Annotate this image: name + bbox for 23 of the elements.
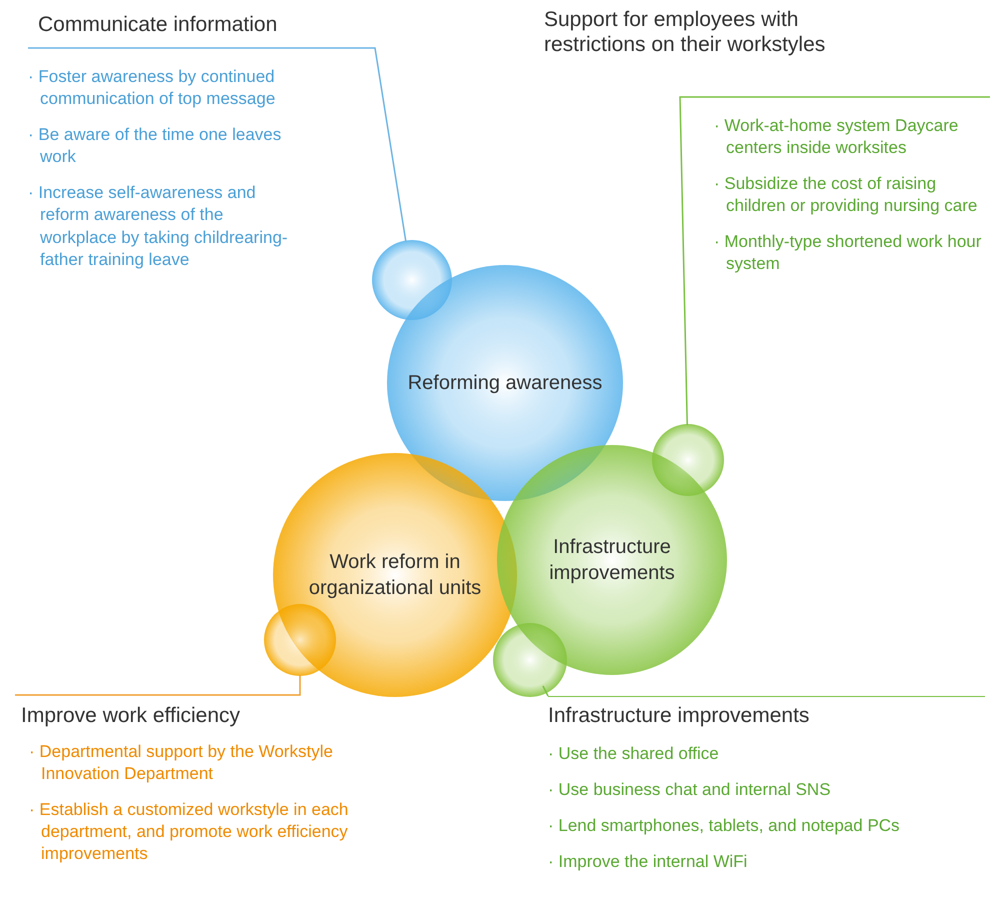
bullet-text: · Increase self-awareness and reform awareness of the workplace by taking childrearing-father training leave (28, 182, 289, 271)
circle-label: Infrastructure improvements (548, 535, 676, 586)
bullet-text: · Lend smartphones, tablets, and notepad PCs (548, 815, 901, 838)
leader-line (679, 96, 990, 426)
leader-line (15, 675, 301, 696)
bullet-text: · Monthly-type shortened work hour system (714, 231, 982, 276)
circle-label: Work reform in organizational units (308, 550, 482, 601)
panel-heading: Infrastructure improvements (548, 703, 810, 728)
bullet-text: · Foster awareness by continued communication of top message (28, 66, 276, 110)
leader-line (28, 47, 407, 242)
bullet-text: · Use the shared office (548, 743, 720, 765)
leader-line (542, 686, 549, 696)
bullet-text: · Work-at-home system Daycare centers inside worksites (714, 115, 960, 160)
bullet-text: · Improve the internal WiFi (548, 851, 748, 874)
panel-heading: Improve work efficiency (21, 703, 242, 728)
circle-label: Reforming awareness (406, 371, 604, 396)
bullet-text: · Be aware of the time one leaves work (28, 124, 282, 168)
bullet-text: · Use business chat and internal SNS (548, 779, 832, 802)
panel-heading: Support for employees with restrictions on their workstyles (544, 7, 826, 58)
bullet-text: · Departmental support by the Workstyle Innovation Department (29, 741, 334, 786)
bullet-text: · Establish a customized workstyle in each department, and promote work efficiency improvements (29, 799, 350, 866)
bullet-text: · Subsidize the cost of raising children or providing nursing care (714, 173, 978, 218)
panel-heading: Communicate information (38, 12, 278, 38)
